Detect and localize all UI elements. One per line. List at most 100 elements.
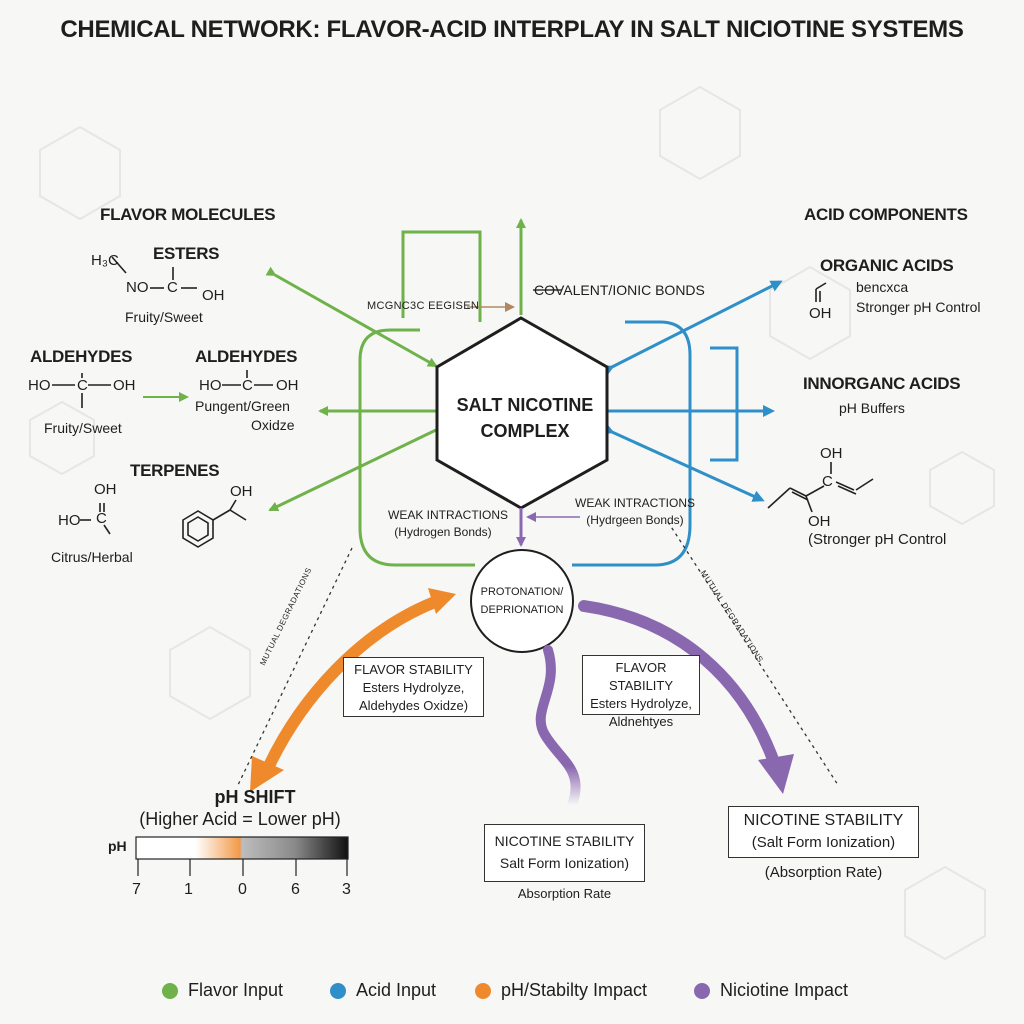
legend-dot-orange-icon [475,982,491,999]
aldehydes-left-title: ALDEHYDES [30,347,133,366]
ph-axis-label: pH [108,838,127,854]
ph-shift-subtitle: (Higher Acid = Lower pH) [139,809,341,829]
legend-acid-label: Acid Input [356,980,437,1000]
ph-bar [135,836,349,860]
ph-impact-arrowhead-bottom [250,756,284,792]
weak-interactions-right: WEAK INTRACTIONS (Hydrgeen Bonds) [575,495,695,529]
legend-dot-green-icon [162,982,178,999]
esters-chem-a: H₃C [91,252,119,269]
nicotine-stability-mid-box: NICOTINE STABILITY Salt Form Ionization) [484,824,645,882]
acid-arrows [572,280,783,567]
other-acid-chem-a: OH [820,445,843,462]
aldehydes-left-chem-b: C [77,377,88,394]
diagram-title: CHEMICAL NETWORK: FLAVOR-ACID INTERPLAY … [60,16,964,43]
ph-tick-2: 1 [184,881,193,898]
protonation-line2: DEPRIONATION [480,604,564,616]
weak-interactions-left: WEAK INTRACTIONS (Hydrogen Bonds) [388,507,509,541]
legend-nicotine-label: Niciotine Impact [720,980,849,1000]
aldehydes-right-desc2: Oxidze [251,417,295,433]
terpenes-chem-b: HO [58,512,81,529]
protonation-label: PROTONATION/ DEPRIONATION [471,583,573,619]
mutual-degradation-left-line [237,547,353,786]
nicotine-mid-title: NICOTINE STABILITY [494,833,635,849]
flavor-stability-right-line2: Aldnehtyes [608,714,674,729]
other-acid-chem-c: OH [808,513,831,530]
aldehydes-right-structure [222,370,273,386]
flavor-stability-left-title: FLAVOR STABILITY [354,662,473,677]
flavor-stability-right-box: FLAVOR STABILITY Esters Hydrolyze, Aldne… [582,655,700,729]
nicotine-right-line1: (Salt Form Ionization) [751,834,896,851]
terpenes-structure [80,499,247,548]
esters-chem-e: OH [202,287,225,304]
terpenes-desc: Citrus/Herbal [51,549,133,565]
nicotine-right-below: (Absorption Rate) [764,864,883,881]
ph-tick-5: 3 [342,881,351,898]
aldehydes-right-chem-a: HO [199,377,222,394]
esters-desc: Fruity/Sweet [125,309,203,325]
inorganic-acids-desc: pH Buffers [839,400,905,416]
organic-acid-structure [815,282,827,302]
esters-chem-c: C [167,279,178,296]
ph-tick-4: 6 [291,881,300,898]
other-acid-desc: (Stronger pH Control [808,531,947,548]
organic-acids-desc2: Stronger pH Control [856,299,981,315]
inorganic-acids-title: INNORGANC ACIDS [803,374,961,393]
legend-ph-label: pH/Stabilty Impact [501,980,648,1000]
nicotine-right-title: NICOTINE STABILITY [743,812,904,829]
nicotine-impact-arrowhead [758,754,794,794]
aldehydes-left-chem-c: OH [113,377,136,394]
weak-left-line2: (Hydrogen Bonds) [394,525,492,539]
weak-right-line2: (Hydrgeen Bonds) [586,513,684,527]
organic-acids-chem: OH [809,305,832,322]
legend-acid: Acid Input [330,980,436,1001]
weak-right-line1: WEAK INTRACTIONS [575,496,696,510]
ph-shift-title: pH SHIFT [214,787,296,807]
aldehydes-left-structure [52,373,111,408]
other-acid-structure [767,462,874,513]
acid-header: ACID COMPONENTS [804,205,968,224]
nicotine-stability-right-box: NICOTINE STABILITY (Salt Form Ionization… [728,806,919,858]
flavor-stability-left-line2: Aldehydes Oxidze) [358,698,469,713]
terpenes-chem-c: C [96,510,107,527]
background-molecules [29,85,995,961]
flavor-stability-right-line1: Esters Hydrolyze, [590,696,692,711]
ph-impact-arc [262,594,446,774]
flavor-stability-left-line1: Esters Hydrolyze, [362,680,465,695]
weak-left-line1: WEAK INTRACTIONS [388,508,509,522]
garbled-top-label: MCGNC3C EEGISEN [367,300,480,312]
mutual-degradation-right-line [667,521,839,786]
aldehydes-left-chem-a: HO [28,377,51,394]
legend-flavor-label: Flavor Input [188,980,284,1000]
aldehydes-right-desc1: Pungent/Green [195,398,290,414]
protonation-line1: PROTONATION/ [480,586,564,598]
terpenes-title: TERPENES [130,461,220,480]
terpenes-chem-d: OH [230,483,253,500]
esters-chem-b: NO [126,279,149,296]
ph-impact-arrowhead-top [428,588,456,614]
legend-dot-purple-icon [694,982,710,999]
aldehydes-right-title: ALDEHYDES [195,347,298,366]
center-label-line1: SALT NICOTINE [456,395,594,415]
esters-structure [111,256,197,289]
flavor-arrows [265,218,526,567]
nicotine-impact-arc [578,600,781,771]
aldehydes-right-chem-b: C [242,377,253,394]
center-label-line2: COMPLEX [480,421,570,441]
legend-flavor: Flavor Input [162,980,283,1001]
nicotine-wiggle [535,645,581,810]
legend-dot-blue-icon [330,982,346,999]
legend-nicotine: Niciotine Impact [694,980,848,1001]
nicotine-mid-line1: Salt Form Ionization) [499,855,630,871]
legend-ph: pH/Stabilty Impact [475,980,647,1001]
protonation-circle [470,549,574,653]
organic-acids-title: ORGANIC ACIDS [820,256,954,275]
other-acid-chem-b: C [822,473,833,490]
nicotine-mid-below: Absorption Rate [517,886,612,901]
ph-tick-3: 0 [238,881,247,898]
center-label: SALT NICOTINE COMPLEX [440,392,610,444]
organic-acids-desc1: bencxca [856,279,909,295]
aldehydes-left-desc: Fruity/Sweet [44,420,122,436]
covalent-bonds-label: COVALENT/IONIC BONDS [534,282,705,298]
